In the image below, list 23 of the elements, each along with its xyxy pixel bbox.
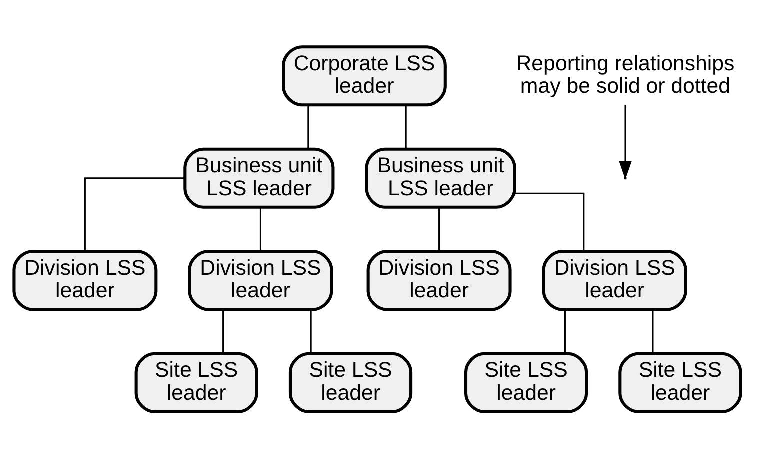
node-box: Business unit LSS leader [365,148,516,209]
node-text: Reporting relationships may be solid or dotted [516,51,735,98]
connector [84,178,185,252]
connector [310,310,312,354]
connector [405,105,407,149]
node-box: Site LSS leader [288,352,413,414]
connector [260,207,262,252]
node-box: Business unit LSS leader [184,148,335,209]
connector [652,310,654,354]
node-box: Division LSS leader [542,250,688,312]
connector [308,105,310,149]
connector [564,310,566,354]
node-box: Corporate LSS leader [282,46,447,107]
connector [222,310,224,354]
arrow [619,105,632,180]
node-box: Site LSS leader [464,352,588,414]
node-box: Site LSS leader [134,352,258,414]
connector [438,207,440,252]
node-box: Division LSS leader [12,250,158,312]
node-box: Division LSS leader [188,250,334,312]
node-box: Division LSS leader [366,250,512,312]
node-box: Site LSS leader [618,352,742,414]
connector [514,192,585,252]
